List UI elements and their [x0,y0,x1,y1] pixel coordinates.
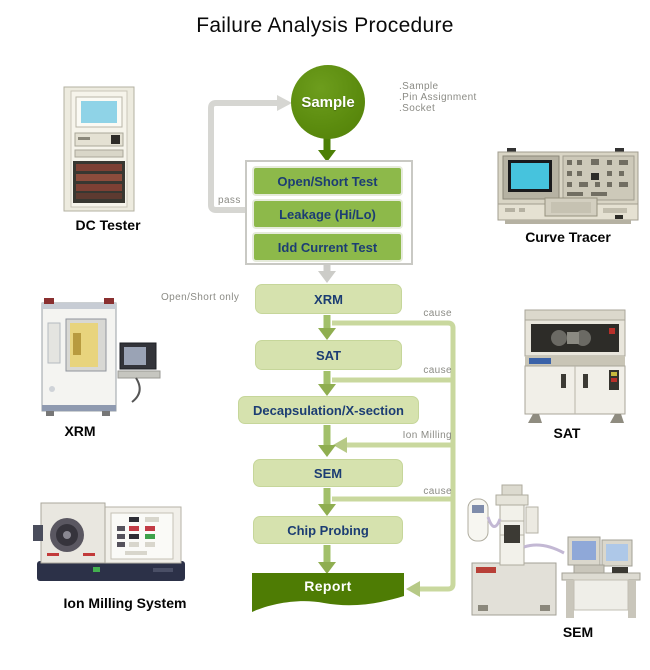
dc-tester-photo [63,86,135,212]
cause-label-sat: cause [423,365,452,376]
sample-notes: .Sample .Pin Assignment .Socket [399,81,477,114]
sample-note-line: .Pin Assignment [399,92,477,103]
page-title: Failure Analysis Procedure [196,14,454,37]
curve-tracer-label: Curve Tracer [525,229,611,245]
flow-node-report: Report [252,573,404,615]
flow-node-open-short-test: Open/Short Test [252,166,403,196]
cause-label-xrm: cause [423,308,452,319]
flow-node-chip-probing: Chip Probing [253,516,403,544]
curve-tracer-photo [497,148,639,224]
flow-node-sample: Sample [291,65,365,139]
dc-tester-label: DC Tester [75,217,141,233]
report-ribbon-shape [252,573,404,612]
sem-label: SEM [562,624,594,640]
report-label: Report [304,578,352,594]
pass-label: pass [218,195,241,206]
flow-node-sat: SAT [255,340,402,370]
flow-node-sem: SEM [253,459,403,487]
sample-note-line: .Sample [399,81,439,92]
sat-photo [524,309,626,423]
flow-node-xrm: XRM [255,284,402,314]
cause-label-sem: cause [423,486,452,497]
ion-milling-label: Ion Milling [402,430,452,441]
open-short-only-note: Open/Short only [161,292,240,303]
xrm-label: XRM [64,423,96,439]
ion-milling-photo [33,502,185,581]
ion-milling-label-caption: Ion Milling System [63,595,187,611]
sample-note-line: .Socket [399,103,436,114]
flow-node-idd-current-test: Idd Current Test [252,232,403,262]
sat-label: SAT [553,425,581,441]
flow-node-decapsulation: Decapsulation/X-section [238,396,419,424]
xrm-photo [41,298,161,416]
sem-photo [467,484,641,618]
flow-node-leakage-test: Leakage (Hi/Lo) [252,199,403,229]
